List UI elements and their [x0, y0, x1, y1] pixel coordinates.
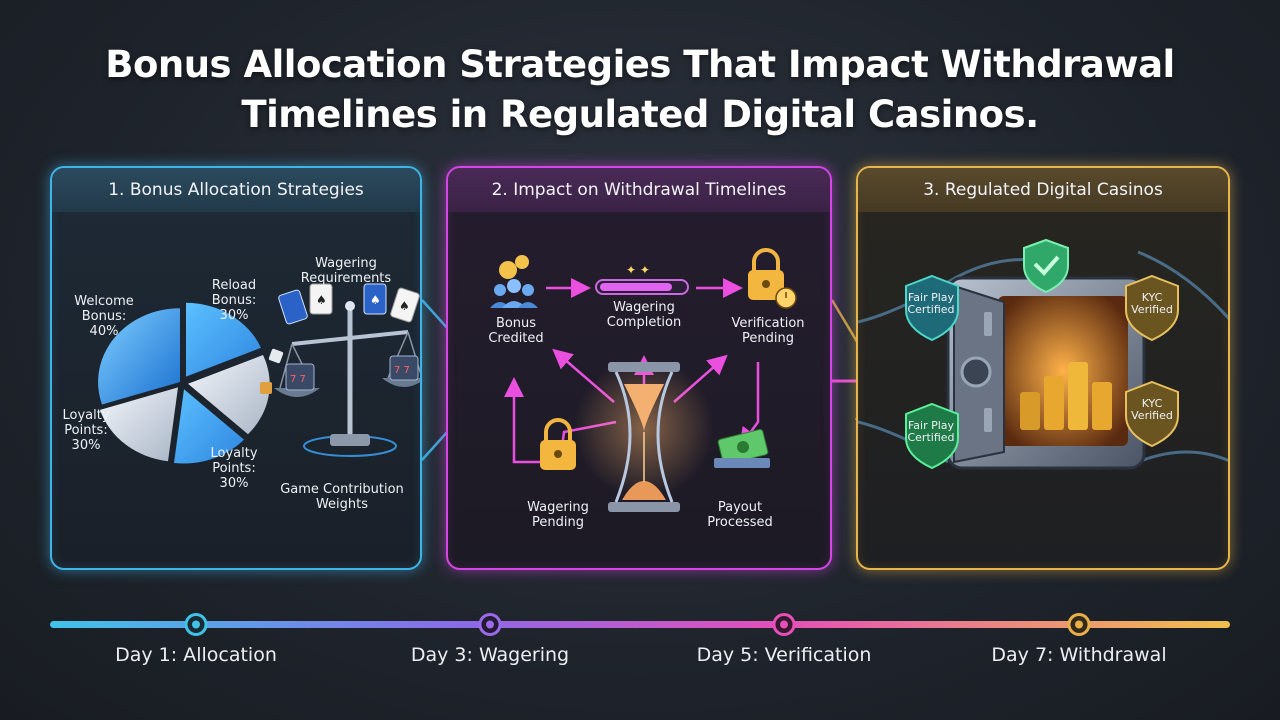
game-contribution-label: Game Contribution Weights [280, 482, 404, 512]
title-line-2: Timelines in Regulated Digital Casinos. [241, 93, 1039, 136]
node-payout-processed: Payout Processed [707, 500, 773, 530]
page-title: Bonus Allocation Strategies That Impact … [0, 40, 1280, 140]
svg-text:✦ ✦: ✦ ✦ [626, 263, 650, 277]
pie-label-welcome: Welcome Bonus: 40% [74, 294, 134, 339]
panel-regulated-casinos: 3. Regulated Digital Casinos [856, 166, 1230, 570]
timeline-bar [50, 613, 1230, 636]
panel-heading: 2. Impact on Withdrawal Timelines [448, 168, 830, 212]
progress-bar-icon: ✦ ✦ [595, 263, 689, 295]
timeline-track [50, 621, 1230, 628]
check-shield-icon [1023, 238, 1069, 294]
pie-label-loyalty-right: Loyalty Points: 30% [210, 446, 258, 491]
badge-label-kyc-bottom: KYC Verified [1131, 397, 1173, 422]
pie-slice-loyalty-b [174, 389, 244, 464]
balance-scale-icon: 7 7 7 7 [274, 301, 420, 457]
hourglass-icon [574, 358, 714, 512]
vault-icon [946, 276, 1146, 470]
lock-clock-icon [748, 248, 797, 309]
panel-bonus-allocation: 1. Bonus Allocation Strategies ♠ [50, 166, 422, 570]
badge-label-kyc-top: KYC Verified [1131, 291, 1173, 316]
allocation-illustration: ♠ ♠ ♠ 7 7 7 7 [98, 283, 420, 464]
badge-fair-play-top [905, 274, 959, 342]
svg-text:♠: ♠ [399, 299, 410, 313]
panel-withdrawal-impact: 2. Impact on Withdrawal Timelines [446, 166, 832, 570]
pie-label-reload: Reload Bonus: 30% [211, 278, 257, 323]
node-wagering-completion: Wagering Completion [606, 300, 682, 330]
playing-cards-icon: ♠ ♠ ♠ [278, 283, 420, 325]
badge-fair-play-bottom [905, 402, 959, 470]
timeline-label-day3: Day 3: Wagering [410, 644, 570, 666]
pie-slice-loyalty-c [100, 387, 178, 462]
timeline-label-day5: Day 5: Verification [696, 644, 872, 666]
vault-illustration [858, 238, 1228, 470]
pie-slice-loyalty-a [188, 355, 270, 435]
node-verification-pending: Verification Pending [731, 316, 805, 346]
pie-label-loyalty-left: Loyalty Points: 30% [62, 408, 110, 453]
badge-kyc-bottom [1125, 380, 1179, 448]
node-bonus-credited: Bonus Credited [488, 316, 544, 346]
title-line-1: Bonus Allocation Strategies That Impact … [105, 43, 1175, 86]
timeline-label-day7: Day 7: Withdrawal [991, 644, 1167, 666]
node-wagering-pending: Wagering Pending [527, 500, 589, 530]
svg-text:♠: ♠ [316, 293, 327, 307]
cash-tray-icon [714, 428, 770, 468]
panel-heading: 3. Regulated Digital Casinos [858, 168, 1228, 212]
dice-icon [260, 348, 284, 394]
pie-slice-reload [186, 302, 261, 377]
timeline-label-day1: Day 1: Allocation [115, 644, 277, 666]
people-coins-icon [490, 255, 538, 308]
pie-slice-welcome [98, 308, 180, 405]
badge-label-fair-play-bottom: Fair Play Certified [907, 419, 955, 444]
badge-kyc-top [1125, 274, 1179, 342]
allocation-pie-chart [98, 302, 270, 464]
svg-text:♠: ♠ [370, 293, 381, 307]
wagering-requirements-label: Wagering Requirements [300, 256, 392, 286]
svg-text:7 7: 7 7 [394, 365, 410, 376]
lock-icon [540, 418, 576, 470]
badge-label-fair-play-top: Fair Play Certified [907, 291, 955, 316]
panel-heading: 1. Bonus Allocation Strategies [52, 168, 420, 212]
withdrawal-flow-diagram: ✦ ✦ [490, 248, 797, 512]
svg-text:7 7: 7 7 [290, 374, 306, 385]
